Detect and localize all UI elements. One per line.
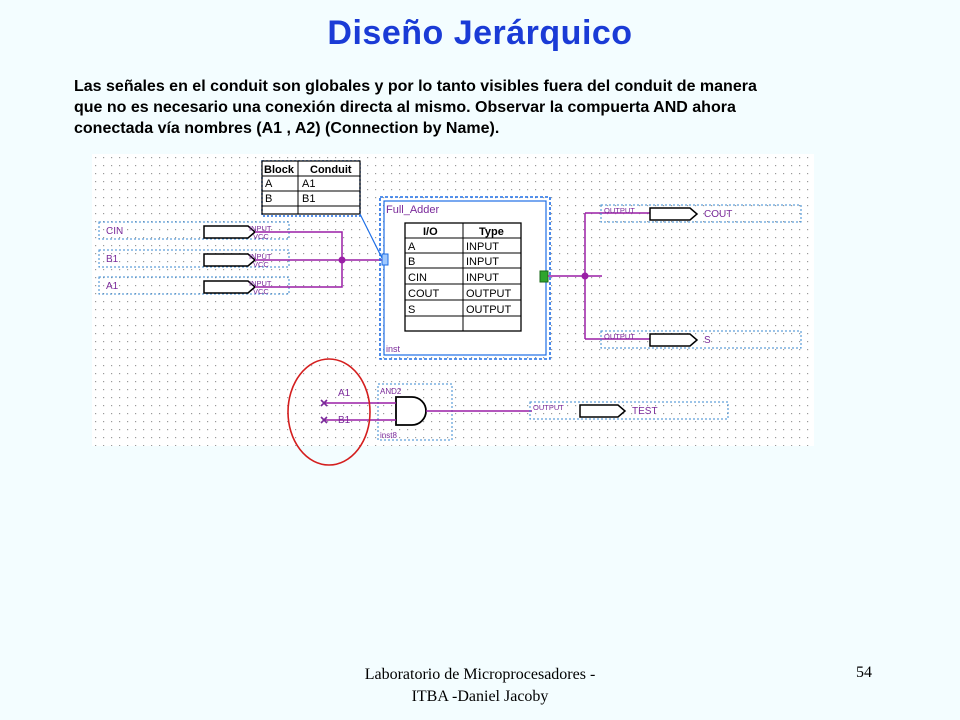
- fa-cell: OUTPUT: [466, 304, 512, 316]
- input-pin-name: A1: [106, 281, 119, 292]
- pin-type-label: INPUT: [249, 279, 272, 288]
- pin-default-label: VCC: [253, 232, 269, 241]
- block-instance: inst: [386, 344, 401, 354]
- fa-cell: INPUT: [466, 256, 499, 268]
- highlight-circle: [287, 358, 371, 466]
- output-pin-name: COUT: [704, 209, 732, 220]
- pin-default-label: VCC: [253, 287, 269, 296]
- input-conduit-wires[interactable]: [255, 231, 382, 288]
- fa-cell: INPUT: [466, 241, 499, 253]
- conduit-header-block: Block: [264, 164, 295, 176]
- page-number: 54: [856, 664, 872, 681]
- pin-type-label: OUTPUT: [604, 332, 635, 341]
- conduit-link-line: [359, 213, 383, 259]
- conduit-cell: B1: [302, 193, 315, 205]
- input-pin-name: B1: [106, 254, 119, 265]
- paragraph-line: conectada vía nombres (A1 , A2) (Connect…: [74, 120, 500, 137]
- net-name-label: A1: [338, 388, 351, 399]
- output-pin-box[interactable]: [600, 204, 802, 223]
- input-pin-symbol[interactable]: [203, 225, 257, 239]
- fa-cell: S: [408, 304, 415, 316]
- conduit-header-conduit: Conduit: [310, 164, 352, 176]
- output-pin-symbol[interactable]: [649, 207, 699, 221]
- gate-wires[interactable]: [324, 402, 532, 421]
- footer-line: Laboratorio de Microprocesadores -: [364, 666, 596, 683]
- fa-cell: CIN: [408, 272, 427, 284]
- pin-type-label: OUTPUT: [533, 403, 564, 412]
- and2-gate[interactable]: AND2 inst8: [377, 383, 453, 441]
- input-pin-name: CIN: [106, 226, 123, 237]
- output-pin-symbol[interactable]: [579, 404, 627, 418]
- fa-cell: A: [408, 241, 416, 253]
- gate-type-label: AND2: [380, 387, 402, 396]
- pin-type-label: INPUT: [249, 252, 272, 261]
- paragraph-line: Las señales en el conduit son globales y…: [74, 78, 757, 95]
- output-pin-symbol[interactable]: [649, 333, 699, 347]
- net-name-label: B1: [338, 415, 351, 426]
- fa-cell: B: [408, 256, 415, 268]
- schematic-canvas: Block Conduit A A1 B B1 CIN B1 A1 INPUT …: [92, 154, 814, 466]
- fa-cell: COUT: [408, 288, 439, 300]
- block-input-port[interactable]: [381, 253, 389, 266]
- fa-cell: INPUT: [466, 272, 499, 284]
- full-adder-block[interactable]: Full_Adder inst I/O Type A INPUT B INPUT…: [379, 196, 551, 360]
- fa-header-type: Type: [479, 226, 504, 238]
- conduit-cell: A: [265, 178, 273, 190]
- fa-header-io: I/O: [423, 226, 438, 238]
- conduit-table[interactable]: Block Conduit A A1 B B1: [261, 160, 361, 217]
- output-pin-box[interactable]: [600, 330, 802, 349]
- output-pin-box[interactable]: [529, 401, 729, 420]
- output-pin-name: S: [704, 335, 711, 346]
- pin-type-label: INPUT: [249, 224, 272, 233]
- unconnected-marker: [320, 399, 328, 424]
- wire-junction: [581, 272, 589, 280]
- input-pin-box[interactable]: [98, 276, 290, 295]
- output-pin-name: TEST: [632, 406, 658, 417]
- pin-type-label: OUTPUT: [604, 206, 635, 215]
- slide-title: Diseño Jerárquico: [327, 14, 633, 52]
- gate-instance-label: inst8: [380, 431, 397, 440]
- input-pin-symbol[interactable]: [203, 280, 257, 294]
- block-output-port[interactable]: [539, 270, 549, 283]
- footer-line: ITBA -Daniel Jacoby: [411, 688, 549, 705]
- input-pin-symbol[interactable]: [203, 253, 257, 267]
- conduit-cell: A1: [302, 178, 315, 190]
- input-pin-box[interactable]: [98, 249, 290, 268]
- fa-cell: OUTPUT: [466, 288, 512, 300]
- slide-paragraph: Las señales en el conduit son globales y…: [74, 76, 874, 139]
- conduit-cell: B: [265, 193, 272, 205]
- paragraph-line: que no es necesario una conexión directa…: [74, 99, 736, 116]
- wire-junction: [338, 256, 346, 264]
- block-name: Full_Adder: [386, 204, 440, 216]
- input-pin-box[interactable]: [98, 221, 290, 240]
- pin-default-label: VCC: [253, 260, 269, 269]
- slide-footer: Laboratorio de Microprocesadores - ITBA …: [300, 664, 660, 708]
